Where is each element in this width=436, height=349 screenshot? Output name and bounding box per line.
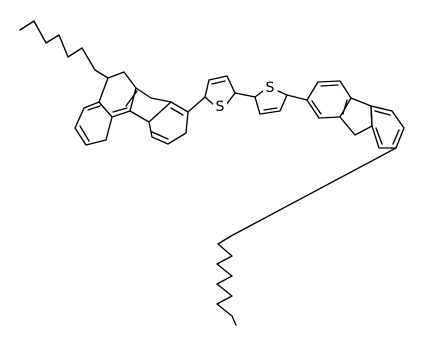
bond-fluorene-thiophene-left xyxy=(187,96,206,113)
sulfur-atom-left: S xyxy=(216,99,225,115)
alkyl-chain-lower xyxy=(216,147,397,326)
fluorene-right xyxy=(306,80,405,149)
thiophene-right: S xyxy=(254,80,288,115)
fluorene-left xyxy=(74,71,189,146)
bond-thiophene-fluorene-right xyxy=(286,94,308,101)
sulfur-atom-right: S xyxy=(266,80,275,96)
thiophene-left: S xyxy=(204,75,236,115)
hexyl-chain-upper xyxy=(19,20,109,79)
bond-thiophene-thiophene xyxy=(234,92,256,98)
